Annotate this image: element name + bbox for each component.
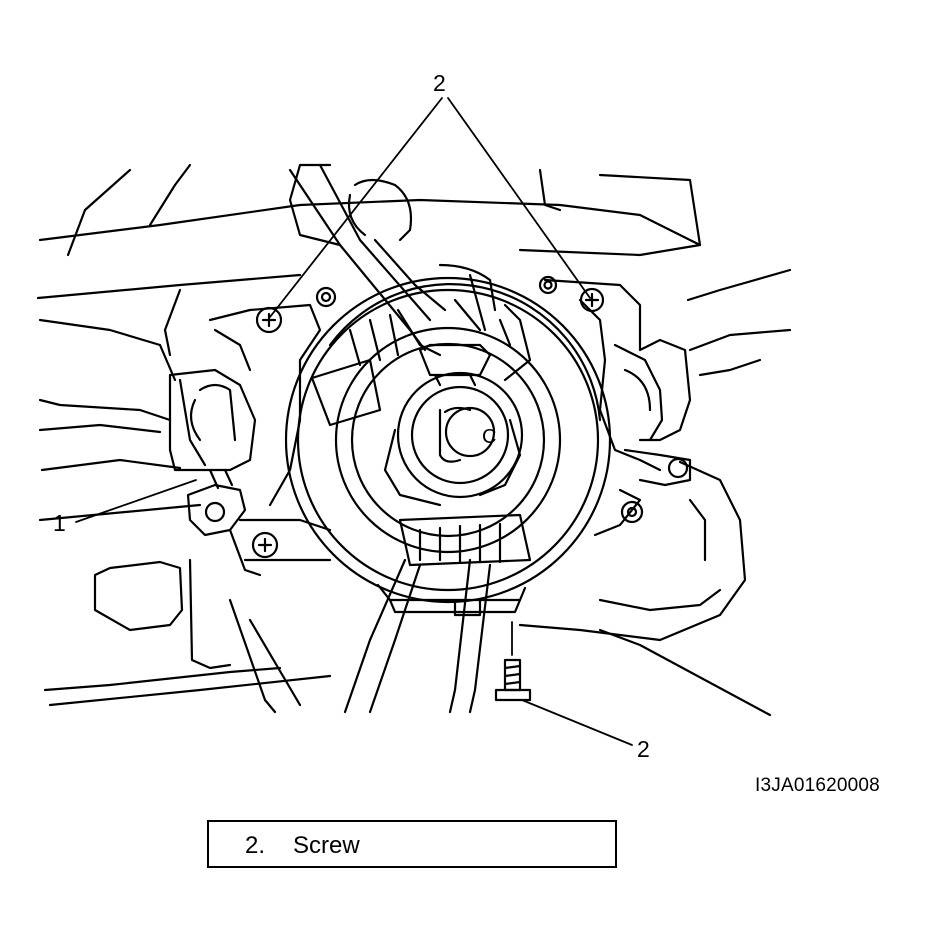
callout-2-bottom: 2	[637, 736, 650, 762]
clock-spring: C	[284, 276, 612, 617]
callout-1-left: 1	[53, 510, 66, 536]
combination-switch-right	[538, 275, 692, 537]
screw	[494, 658, 532, 702]
wire-harness	[288, 163, 512, 714]
legend-item-label: Screw	[293, 832, 360, 859]
reference-code: I3JA01620008	[755, 775, 880, 796]
leader-lines	[75, 97, 633, 746]
legend-box: 2. Screw	[207, 820, 617, 868]
steering-column-background	[36, 163, 792, 717]
svg-text:C: C	[482, 426, 496, 448]
combination-switch-left	[168, 286, 337, 577]
legend-item-number: 2.	[245, 832, 266, 859]
callout-2-top: 2	[433, 70, 446, 96]
